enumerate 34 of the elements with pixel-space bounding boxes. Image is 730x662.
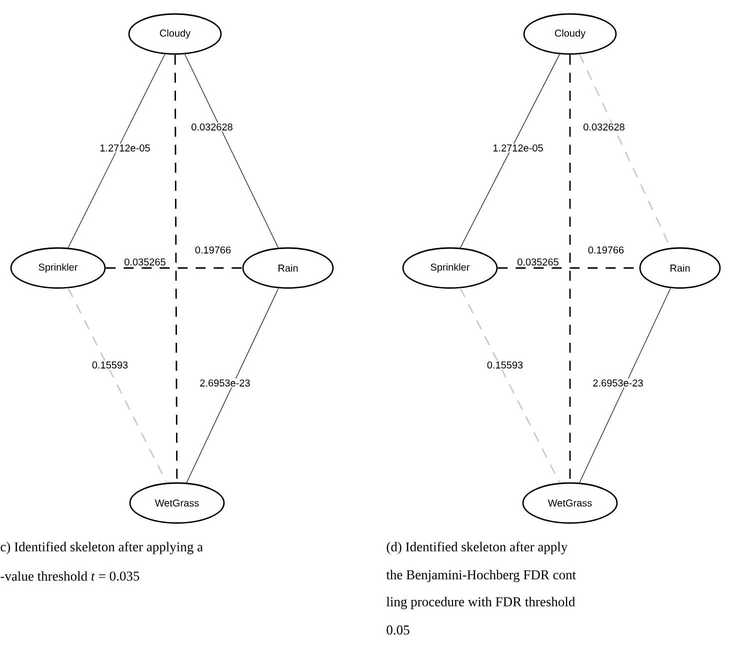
caption-text: (d) Identified skeleton after apply bbox=[386, 542, 568, 554]
edge-line bbox=[460, 54, 560, 248]
edge-line bbox=[68, 288, 168, 484]
edge-label: 0.032628 bbox=[190, 122, 234, 132]
edge-line bbox=[460, 288, 560, 484]
ellipse-node: WetGrass bbox=[129, 482, 225, 524]
edge-label: 1.2712e-05 bbox=[492, 143, 544, 153]
ellipse-node: Cloudy bbox=[523, 13, 617, 55]
edge-label: 0.19766 bbox=[586, 245, 626, 255]
edge-label: 0.19766 bbox=[194, 245, 232, 255]
ellipse-node: WetGrass bbox=[522, 482, 618, 524]
caption-text: 0.05 bbox=[386, 625, 410, 635]
edge-label: 0.035265 bbox=[516, 257, 560, 267]
edge-label: 0.035265 bbox=[123, 257, 167, 267]
ellipse-node: Sprinkler bbox=[10, 247, 106, 289]
edge-line bbox=[68, 54, 166, 248]
edge-label: 2.6953e-23 bbox=[592, 378, 644, 388]
edge-label: 0.15593 bbox=[486, 360, 524, 370]
edge-label: 1.2712e-05 bbox=[98, 143, 152, 153]
caption-text: ling procedure with FDR threshold bbox=[386, 596, 576, 610]
caption-text: -value threshold t = 0.035 bbox=[0, 571, 140, 581]
edge-label: 0.032628 bbox=[582, 122, 626, 132]
caption-text: c) Identified skeleton after applying a bbox=[0, 542, 203, 554]
ellipse-node: Sprinkler bbox=[402, 247, 498, 289]
edge-line bbox=[579, 288, 671, 484]
edge-line bbox=[106, 267, 242, 269]
ellipse-node: Cloudy bbox=[128, 13, 222, 55]
edge-label: 0.15593 bbox=[90, 360, 130, 370]
ellipse-node: Rain bbox=[242, 247, 334, 289]
caption-text: the Benjamini-Hochberg FDR cont bbox=[386, 570, 576, 582]
ellipse-node: Rain bbox=[639, 247, 721, 289]
edge-line bbox=[186, 288, 279, 484]
edge-label: 2.6953e-23 bbox=[198, 378, 252, 388]
edge-line bbox=[184, 54, 279, 248]
